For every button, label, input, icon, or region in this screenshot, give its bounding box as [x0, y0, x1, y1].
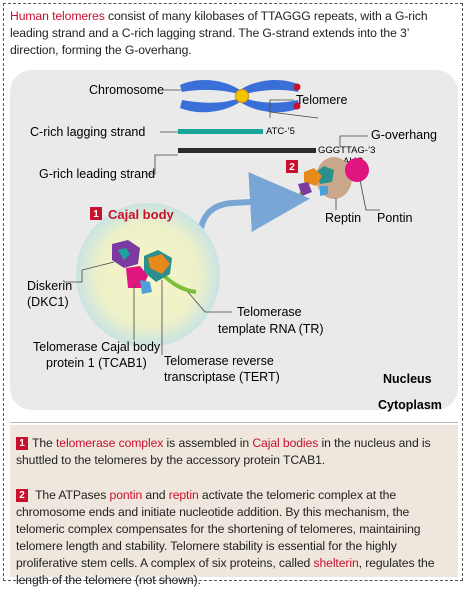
note2-highlight-reptin: reptin: [168, 488, 199, 502]
c-rich-label: C-rich lagging strand: [30, 125, 145, 139]
note1-highlight-cajal: Cajal bodies: [252, 436, 319, 450]
telomere-label: Telomere: [296, 93, 347, 107]
tcab1-label-2: protein 1 (TCAB1): [46, 356, 147, 370]
intro-rest: consist of many kilobases of TTAGGG repe…: [10, 9, 428, 57]
intro-text: Human telomeres consist of many kilobase…: [10, 8, 458, 59]
gggttag-label: GGGTTAG-’3: [318, 145, 375, 156]
note1-text: in the nucleus and is shuttled to the te…: [16, 436, 431, 467]
note2-text: The ATPases: [32, 488, 110, 502]
step1-badge: [90, 207, 102, 220]
step2-badge: [286, 160, 298, 173]
chromosome-graphic: [180, 79, 301, 113]
tert-label-1: Telomerase reverse: [164, 354, 274, 368]
telomerase-complex-in-cajal: [112, 240, 197, 294]
g-rich-label: G-rich leading strand: [39, 167, 155, 181]
nucleus-label: Nucleus: [383, 372, 432, 386]
nucleus-panel: [10, 70, 458, 410]
note2-text: and: [142, 488, 169, 502]
tcab1-label-1: Telomerase Cajal body: [33, 340, 161, 354]
diskerin-label-2: (DKC1): [27, 295, 69, 309]
note2-text: activate the telomeric complex at the ch…: [16, 488, 421, 570]
telomerase-complex-at-telomere: [296, 157, 369, 199]
note2-highlight-shelterin: shelterin: [313, 556, 359, 570]
c-rich-strand: [178, 129, 263, 134]
step1-number: 1: [93, 209, 99, 220]
transport-arrow: [195, 172, 310, 249]
tr-label-1: Telomerase: [237, 305, 302, 319]
reptin-label: Reptin: [325, 211, 361, 225]
note-2: 2 The ATPases pontin and reptin activate…: [16, 487, 448, 589]
atc-label: ATC-’5: [266, 126, 295, 137]
pontin-label: Pontin: [377, 211, 412, 225]
chromosome-label: Chromosome: [89, 83, 164, 97]
cytoplasm-label: Cytoplasm: [378, 398, 442, 412]
note1-text: is assembled in: [163, 436, 253, 450]
note1-highlight-telomerase: telomerase complex: [56, 436, 164, 450]
intro-highlight: Human telomeres: [10, 9, 105, 23]
g-rich-strand: [178, 148, 316, 153]
figure-frame: [3, 3, 463, 581]
diskerin-label-1: Diskerin: [27, 279, 72, 293]
tert-label-2: transcriptase (TERT): [164, 370, 280, 384]
cytoplasm-strip: [10, 412, 458, 423]
note2-text: , regulates the length of the telomere (…: [16, 556, 435, 587]
tr-label-2: template RNA (TR): [218, 322, 324, 336]
cajal-body-label: Cajal body: [108, 207, 175, 222]
note1-badge: 1: [16, 437, 28, 450]
note1-text: The: [32, 436, 56, 450]
note2-badge: 2: [16, 489, 28, 502]
g-overhang-label: G-overhang: [371, 128, 437, 142]
telomere-diagram: Chromosome Telomere ATC-’5 GGGTTAG-’3 AU…: [27, 79, 442, 412]
step2-number: 2: [289, 162, 295, 173]
note2-highlight-pontin: pontin: [109, 488, 143, 502]
